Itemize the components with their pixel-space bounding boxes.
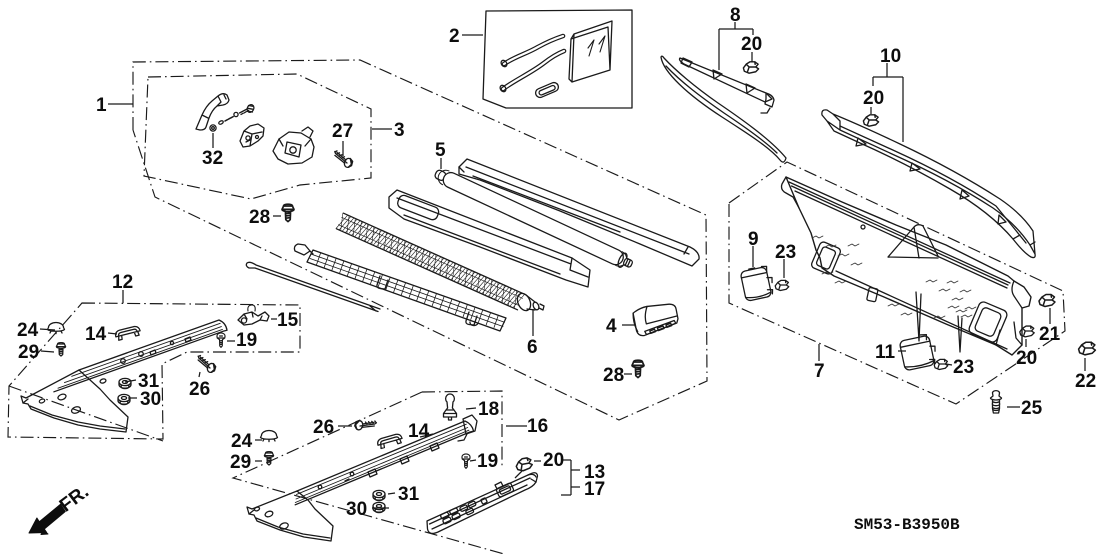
svg-text:13: 13 bbox=[584, 462, 605, 483]
svg-text:25: 25 bbox=[1021, 398, 1043, 419]
svg-text:26: 26 bbox=[313, 417, 334, 438]
svg-text:26: 26 bbox=[189, 379, 210, 400]
svg-text:22: 22 bbox=[1075, 371, 1096, 392]
svg-text:23: 23 bbox=[953, 357, 974, 378]
svg-text:24: 24 bbox=[17, 320, 39, 341]
svg-text:14: 14 bbox=[85, 324, 107, 345]
svg-text:4: 4 bbox=[606, 316, 617, 337]
svg-text:19: 19 bbox=[236, 330, 257, 351]
svg-text:31: 31 bbox=[398, 484, 420, 505]
svg-text:30: 30 bbox=[140, 389, 161, 410]
svg-text:2: 2 bbox=[449, 26, 460, 47]
svg-text:7: 7 bbox=[814, 361, 825, 382]
svg-text:30: 30 bbox=[346, 499, 367, 520]
svg-text:29: 29 bbox=[230, 452, 251, 473]
svg-text:15: 15 bbox=[277, 310, 299, 331]
svg-text:20: 20 bbox=[1016, 348, 1037, 369]
svg-text:20: 20 bbox=[863, 88, 884, 109]
svg-text:31: 31 bbox=[138, 371, 160, 392]
svg-text:27: 27 bbox=[332, 121, 353, 142]
svg-text:29: 29 bbox=[18, 342, 39, 363]
svg-text:SM53-B3950B: SM53-B3950B bbox=[854, 516, 960, 534]
svg-text:16: 16 bbox=[527, 416, 548, 437]
svg-text:6: 6 bbox=[527, 337, 538, 358]
svg-text:20: 20 bbox=[741, 34, 762, 55]
svg-text:12: 12 bbox=[112, 272, 133, 293]
svg-text:32: 32 bbox=[202, 148, 223, 169]
svg-text:14: 14 bbox=[408, 421, 430, 442]
svg-text:11: 11 bbox=[875, 342, 896, 363]
svg-text:28: 28 bbox=[249, 207, 270, 228]
svg-text:5: 5 bbox=[435, 140, 446, 161]
svg-text:18: 18 bbox=[478, 399, 499, 420]
svg-text:28: 28 bbox=[603, 365, 624, 386]
svg-text:21: 21 bbox=[1039, 324, 1061, 345]
svg-text:8: 8 bbox=[730, 5, 741, 26]
svg-text:19: 19 bbox=[477, 451, 498, 472]
svg-text:3: 3 bbox=[394, 120, 405, 141]
svg-text:9: 9 bbox=[748, 229, 759, 250]
svg-text:17: 17 bbox=[584, 479, 605, 500]
svg-text:23: 23 bbox=[775, 242, 796, 263]
svg-text:24: 24 bbox=[231, 431, 253, 452]
svg-text:10: 10 bbox=[880, 46, 901, 67]
svg-text:20: 20 bbox=[543, 450, 564, 471]
svg-text:1: 1 bbox=[96, 95, 107, 116]
